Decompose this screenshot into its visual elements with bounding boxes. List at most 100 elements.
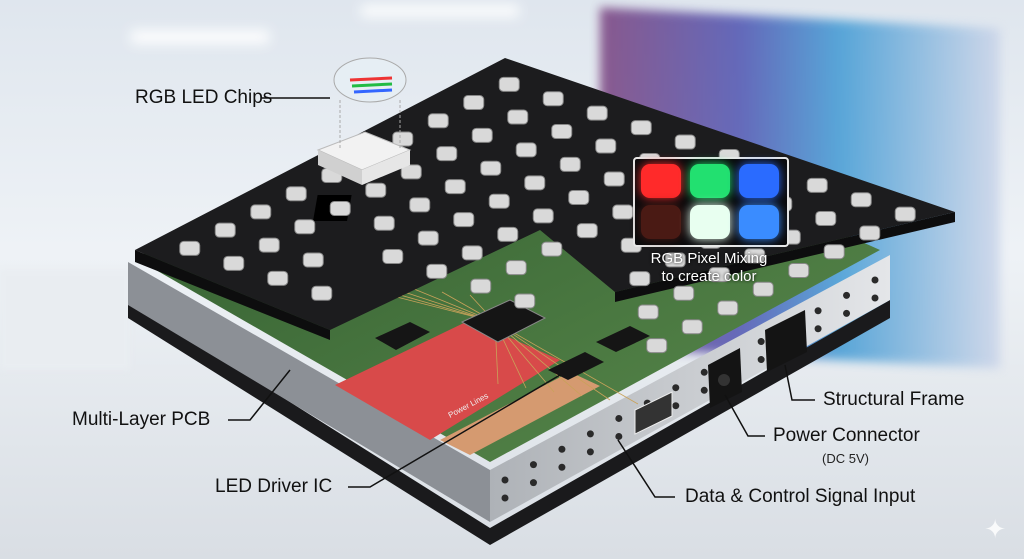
led-chip — [444, 179, 466, 195]
led-chip — [646, 338, 668, 354]
led-chip — [559, 156, 581, 172]
led-chip — [630, 120, 652, 136]
led-chip — [586, 105, 608, 121]
frame-hole — [843, 309, 851, 317]
frame-hole — [615, 414, 623, 422]
pixel-red — [641, 164, 681, 198]
structural-frame-left — [128, 262, 490, 522]
led-chip — [400, 164, 422, 180]
frame-hole — [558, 463, 566, 471]
led-chip — [427, 113, 449, 129]
frame-hole — [814, 325, 822, 333]
led-chip — [498, 76, 520, 92]
copper-layer — [440, 372, 600, 455]
led-chip — [285, 186, 307, 202]
led-chip — [752, 281, 774, 297]
led-chip — [409, 197, 431, 213]
driver-ic — [375, 322, 430, 350]
led-chip — [302, 252, 324, 268]
label-structural-frame: Structural Frame — [823, 389, 965, 410]
pixel-light-blue — [739, 205, 779, 239]
led-chip — [365, 182, 387, 198]
pixel-green — [690, 164, 730, 198]
led-chip — [471, 127, 493, 143]
frame-hole — [529, 461, 537, 469]
frame-hole — [843, 291, 851, 299]
led-chip — [595, 138, 617, 154]
frame-hole — [529, 479, 537, 487]
frame-hole — [700, 386, 708, 394]
led-chip — [603, 171, 625, 187]
label-power-connector: Power Connector — [773, 425, 920, 446]
led-chip — [541, 241, 563, 257]
frame-hole — [757, 338, 765, 346]
rgb-pixel-mixing-inset — [633, 157, 789, 247]
led-chip — [637, 304, 659, 320]
leader-lines — [228, 97, 815, 498]
led-chip — [806, 177, 828, 193]
led-chip — [505, 260, 527, 276]
frame-hole — [757, 356, 765, 364]
led-chip — [629, 271, 651, 287]
pixel-dim-red — [641, 205, 681, 239]
driver-ic — [596, 326, 650, 352]
led-chip — [453, 212, 475, 228]
frame-hole — [615, 432, 623, 440]
pixel-white-mix — [690, 205, 730, 239]
frame-hole — [558, 445, 566, 453]
data-connector — [634, 391, 673, 435]
led-chip — [815, 210, 837, 226]
led-chip — [373, 215, 395, 231]
led-chip — [823, 244, 845, 260]
led-chip — [463, 95, 485, 111]
led-chip — [480, 160, 502, 176]
led-chip — [859, 225, 881, 241]
led-chip — [674, 134, 696, 150]
led-chip — [311, 285, 333, 301]
led-chip — [542, 91, 564, 107]
main-driver-ic — [460, 299, 547, 343]
frame-hole — [672, 384, 680, 392]
led-chip — [382, 248, 404, 264]
sparkle-icon: ✦ — [984, 514, 1006, 544]
pcb-trace — [494, 321, 611, 401]
label-multi-layer-pcb: Multi-Layer PCB — [72, 409, 211, 430]
frame-hole — [814, 307, 822, 315]
led-chip — [514, 293, 536, 309]
label-data-signal-input: Data & Control Signal Input — [685, 486, 916, 507]
led-chip — [223, 255, 245, 271]
led-chip — [436, 146, 458, 162]
led-chip — [612, 204, 634, 220]
led-chip — [788, 262, 810, 278]
frame-hole — [871, 294, 879, 302]
led-chip — [576, 223, 598, 239]
led-panel — [135, 58, 955, 330]
blue-die — [353, 88, 393, 94]
exploded-led-base — [362, 150, 410, 185]
power-socket — [765, 310, 807, 372]
led-chip — [664, 252, 686, 268]
caption-line-1: RGB Pixel Mixing — [650, 250, 768, 267]
frame-hole — [672, 402, 680, 410]
pixel-mixing-caption: RGB Pixel Mixing to create color — [628, 250, 790, 286]
led-chip — [417, 230, 439, 246]
led-chip — [524, 175, 546, 191]
led-chip — [179, 240, 201, 256]
driver-ic — [548, 352, 604, 380]
led-chip — [497, 226, 519, 242]
frame-hole — [700, 368, 708, 376]
led-chip — [532, 208, 554, 224]
led-chip — [717, 300, 739, 316]
led-chip — [329, 200, 351, 216]
led-chip — [744, 248, 766, 264]
led-chip — [894, 206, 916, 222]
led-chip — [681, 319, 703, 335]
frame-hole — [501, 476, 509, 484]
led-chip — [850, 192, 872, 208]
led-chip — [250, 204, 272, 220]
caption-line-2: to create color — [661, 268, 757, 285]
ceiling-light — [130, 30, 270, 44]
pixel-blue — [739, 164, 779, 198]
